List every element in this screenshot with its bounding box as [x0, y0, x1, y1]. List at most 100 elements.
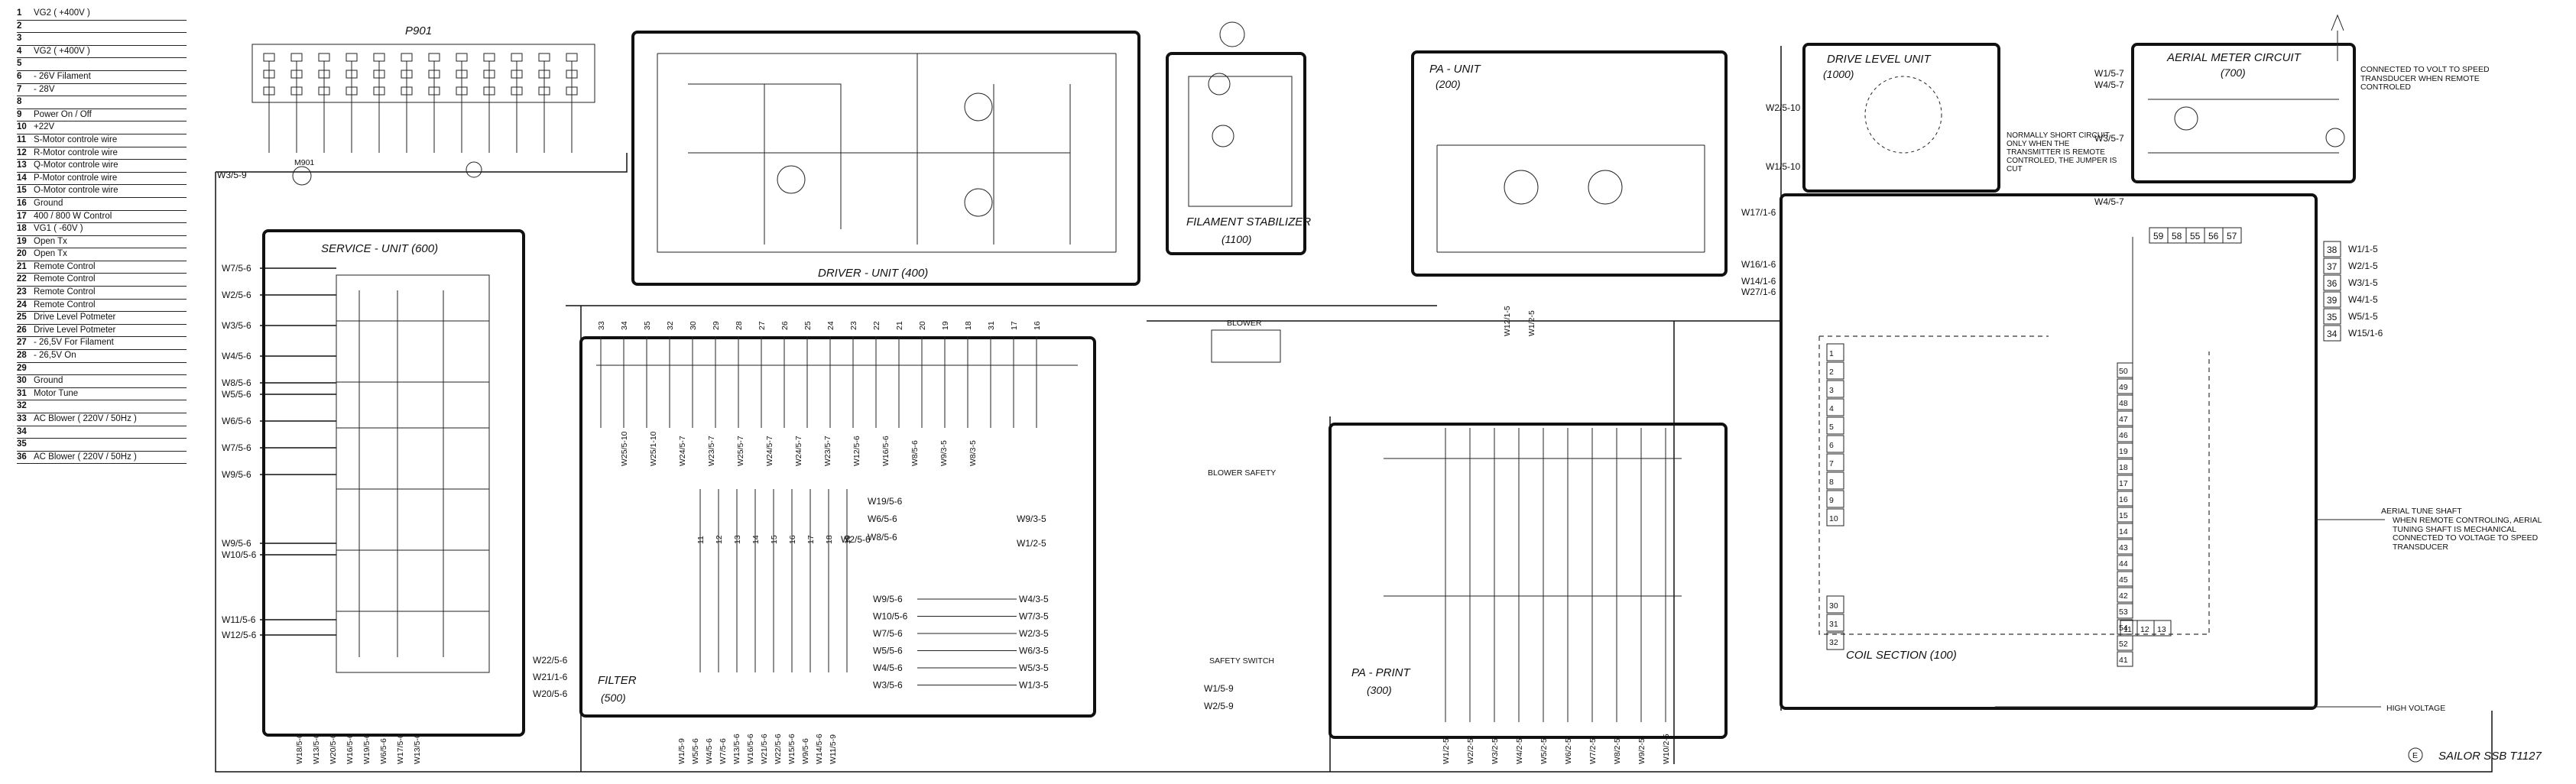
- filter-row-right: W6/3-5: [1019, 646, 1049, 656]
- coil-left-terminal: 8: [1829, 478, 1834, 487]
- filter-mid-number: 17: [806, 535, 816, 544]
- coil-mid-terminal: 44: [2119, 559, 2128, 569]
- pa-print-bottom-wire: W6/2-5: [1564, 738, 1573, 764]
- service-bottom-wire-label: W16/5-6: [346, 734, 355, 764]
- aerial-left-wire-label: W3/5-7: [2094, 133, 2124, 144]
- coil-mid-terminal: 42: [2119, 591, 2128, 601]
- service-wire-label: W11/5-6: [222, 614, 256, 625]
- pin-row: 5: [17, 58, 187, 71]
- filter-mid-wire-label: W8/5-6: [868, 532, 897, 543]
- footer-brand: E SAILOR SSB T1127: [2408, 747, 2542, 763]
- pa-unit-title: PA - UNIT: [1429, 63, 1482, 76]
- filter-terminal-number: 25: [803, 321, 813, 330]
- coil-left-terminal: 32: [1829, 638, 1838, 647]
- service-wire-label: W8/5-6: [222, 377, 251, 388]
- pin-number: 28: [17, 351, 27, 361]
- pin-number: 25: [17, 313, 27, 322]
- pin-label: Open Tx: [34, 249, 67, 259]
- pin-label: Remote Control: [34, 300, 96, 309]
- filter-terminal-number: 19: [941, 321, 950, 330]
- high-voltage-label: HIGH VOLTAGE: [2386, 704, 2445, 713]
- meter-label: M901: [294, 158, 314, 167]
- pin-label: - 26,5V On: [34, 351, 76, 361]
- pin-number: 29: [17, 363, 27, 373]
- pin-number: 7: [17, 84, 22, 94]
- pin-label: S-Motor controle wire: [34, 134, 118, 144]
- pin-number: 4: [17, 46, 22, 56]
- pin-label: Open Tx: [34, 236, 67, 246]
- service-wire-label: W9/5-6: [222, 469, 251, 480]
- filter-mid-number: 13: [733, 535, 742, 544]
- coil-right-wire-label: W3/1-5: [2348, 277, 2378, 288]
- coil-mid-terminal: 19: [2119, 447, 2128, 456]
- pin-number: 27: [17, 338, 27, 348]
- pa-print-title: PA - PRINT: [1351, 666, 1412, 679]
- filter-terminal-number: 29: [712, 321, 721, 330]
- pin-row: 28 - 26,5V On: [17, 350, 187, 363]
- filter-bottom-wire-label: W5/5-6: [691, 738, 700, 764]
- coil-title: COIL SECTION (100): [1846, 649, 1957, 662]
- p901-pin: [263, 53, 275, 62]
- pin-number: 34: [17, 426, 27, 436]
- pin-label: - 28V: [34, 84, 55, 94]
- drive-left-wire-label: W2/5-10: [1766, 102, 1801, 113]
- coil-right-terminal: 35: [2327, 312, 2338, 322]
- service-bottom-wire-label: W17/5-6: [396, 734, 405, 764]
- filter-terminal-number: 30: [689, 321, 698, 330]
- filter-mid-wire-label: W6/5-6: [868, 513, 897, 524]
- service-wire-label: W7/5-6: [222, 442, 251, 453]
- coil-right-wire-label: W2/1-5: [2348, 261, 2378, 271]
- filter-row-right: W5/3-5: [1019, 663, 1049, 673]
- service-wire-label: W12/5-6: [222, 630, 257, 640]
- coil-bottom-terminal: 11: [2123, 625, 2132, 634]
- p901-title: P901: [405, 24, 432, 37]
- coil-left-wire-label: W16/1-6: [1741, 259, 1776, 270]
- pin-row: 7 - 28V: [17, 84, 187, 97]
- filter-bottom-wire-label: W16/5-6: [746, 734, 755, 764]
- pin-row: 19 Open Tx: [17, 236, 187, 249]
- pa-print-bottom-wire: W10/2-5: [1662, 734, 1671, 764]
- filter-top-wire-label: W24/5-7: [794, 436, 803, 466]
- service-wire-label: W4/5-6: [222, 351, 251, 361]
- filter-top-wire-label: W24/5-7: [765, 436, 774, 466]
- filter-row-right: W2/3-5: [1019, 628, 1049, 639]
- pin-label: Remote Control: [34, 287, 96, 297]
- coil-section: COIL SECTION (100) W17/1-6W16/1-6W14/1-6…: [1741, 193, 2383, 710]
- coil-mid-terminal: 16: [2119, 495, 2128, 504]
- service-bottom-wire-label: W18/5-6: [295, 734, 304, 764]
- filter-mid-number: 12: [715, 535, 724, 544]
- p901-pin: [401, 53, 413, 62]
- pin-number: 15: [17, 186, 27, 196]
- pin-label: - 26V Filament: [34, 71, 91, 81]
- pa-print-bottom-wire: W1/2-5: [1442, 738, 1451, 764]
- coil-right-terminal: 39: [2327, 295, 2338, 306]
- service-right-wire-label: W20/5-6: [533, 688, 568, 699]
- drive-jumper-note: NORMALLY SHORT CIRCUIT. ONLY WHEN THE TR…: [2007, 131, 2117, 173]
- pin-number: 12: [17, 147, 27, 157]
- service-bottom-wire-label: W13/5-6: [312, 734, 321, 764]
- pin-number: 19: [17, 236, 27, 246]
- pin-row: 27- 26,5V For Filament: [17, 337, 187, 351]
- filter-num: (500): [601, 692, 626, 704]
- pin-number: 10: [17, 122, 27, 132]
- filter-terminal-number: 20: [918, 321, 927, 330]
- coil-mid-terminal: 17: [2119, 479, 2128, 488]
- footer-mark: E: [2412, 751, 2418, 760]
- p901-pin: [511, 53, 523, 62]
- coil-mid-terminal: 15: [2119, 511, 2128, 520]
- aerial-shaft-note: AERIAL TUNE SHAFT WHEN REMOTE CONTROLING…: [2316, 507, 2542, 551]
- filter-row-left: W5/5-6: [873, 646, 903, 656]
- pin-row: 35: [17, 439, 187, 452]
- filter-terminal-number: 22: [872, 321, 881, 330]
- pin-number: 26: [17, 325, 27, 335]
- filter-bottom-wire-label: W14/5-6: [815, 734, 824, 764]
